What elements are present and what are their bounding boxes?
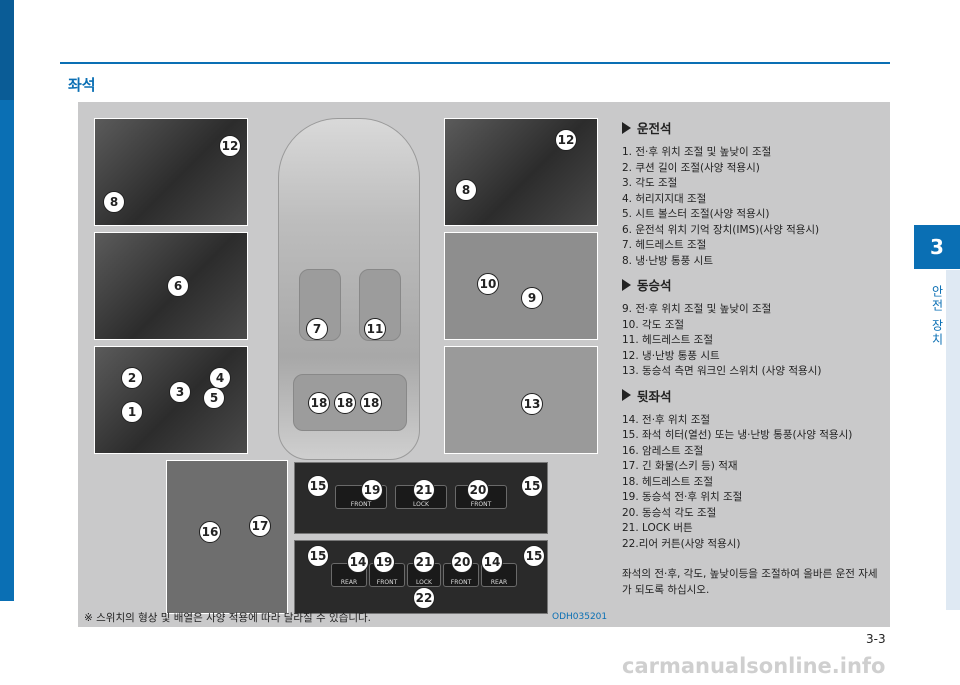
callout-2: 2 xyxy=(121,367,143,389)
list-item: 10. 각도 조절 xyxy=(622,318,685,331)
left-accent-bar xyxy=(0,0,14,600)
callout-12-right: 12 xyxy=(555,129,577,151)
section-title: 좌석 xyxy=(68,76,96,94)
list-item: 18. 헤드레스트 조절 xyxy=(622,475,713,488)
callout-16: 16 xyxy=(199,521,221,543)
callout-1: 1 xyxy=(121,401,143,423)
list-item: 3. 각도 조절 xyxy=(622,177,678,189)
passenger-header-label: 동승석 xyxy=(637,278,672,293)
callout-14-b: 14 xyxy=(481,551,503,573)
triangle-icon xyxy=(622,278,631,291)
figure-console-driver: 12 8 xyxy=(94,118,248,226)
callout-19-b: 19 xyxy=(373,551,395,573)
callout-8-right: 8 xyxy=(455,179,477,201)
list-item: 15. 좌석 히터(열선) 또는 냉·난방 통풍(사양 적용시) xyxy=(622,429,853,441)
figure-seat-controls-driver: 2 3 4 5 1 xyxy=(94,346,248,454)
list-item: 7. 헤드레스트 조절 xyxy=(622,239,707,251)
passenger-list: 9. 전·후 위치 조절 및 높낮이 조절 10. 각도 조절 11. 헤드레스트 … xyxy=(622,302,884,380)
callout-17: 17 xyxy=(249,515,271,537)
list-item: 22.리어 커튼(사양 적용시) xyxy=(622,537,741,550)
page-number: 3-3 xyxy=(866,632,886,646)
figure-rear-armrest: 16 17 xyxy=(166,460,288,614)
left-accent-bar-top xyxy=(0,0,14,100)
callout-3: 3 xyxy=(169,381,191,403)
rear-list: 14. 전·후 위치 조절 15. 좌석 히터(열선) 또는 냉·난방 통풍(사양… xyxy=(622,413,884,553)
callout-18a: 18 xyxy=(308,392,330,414)
callout-15-b: 15 xyxy=(307,545,329,567)
list-item: 16. 암레스트 조절 xyxy=(622,444,704,457)
figure-caption: ※ 스위치의 형상 및 배열은 사양 적용에 따라 달라질 수 있습니다. xyxy=(84,612,372,624)
chapter-label: 안전 장치 xyxy=(930,285,944,347)
figure-walk-in-switch: 13 xyxy=(444,346,598,454)
figure-door-ims: 6 xyxy=(94,232,248,340)
callout-19: 19 xyxy=(361,479,383,501)
callout-5: 5 xyxy=(203,387,225,409)
callout-20-b: 20 xyxy=(451,551,473,573)
rear-header: 뒷좌석 xyxy=(622,386,884,405)
list-item: 1. 전·후 위치 조절 및 높낮이 조절 xyxy=(622,146,772,158)
driver-list: 1. 전·후 위치 조절 및 높낮이 조절 2. 쿠션 길이 조절(사양 적용시)… xyxy=(622,145,884,269)
list-item: 14. 전·후 위치 조절 xyxy=(622,413,711,426)
note-text: 좌석의 전·후, 각도, 높낮이등을 조절하여 올바른 운전 자세가 되도록 하… xyxy=(622,568,878,596)
callout-4: 4 xyxy=(209,367,231,389)
callout-6: 6 xyxy=(167,275,189,297)
driver-header: 운전석 xyxy=(622,118,884,137)
chapter-side-band xyxy=(946,270,960,610)
top-rule xyxy=(60,62,890,64)
front-button-right[interactable]: FRONT xyxy=(443,563,479,587)
figure-code: ODH035201 xyxy=(552,612,608,622)
callout-20: 20 xyxy=(467,479,489,501)
callout-21-b: 21 xyxy=(413,551,435,573)
callout-11: 11 xyxy=(364,318,386,340)
list-item: 17. 긴 화물(스키 등) 적재 xyxy=(622,460,738,472)
list-item: 21. LOCK 버튼 xyxy=(622,522,693,534)
list-item: 19. 동승석 전·후 위치 조절 xyxy=(622,491,743,503)
callout-12: 12 xyxy=(219,135,241,157)
list-item: 13. 동승석 측면 워크인 스위치 (사양 적용시) xyxy=(622,365,822,377)
triangle-icon xyxy=(622,389,631,401)
rear-control-panel-2: REAR FRONT LOCK FRONT REAR 15 14 19 21 2… xyxy=(294,540,548,614)
callout-7: 7 xyxy=(306,318,328,340)
list-item: 9. 전·후 위치 조절 및 높낮이 조절 xyxy=(622,303,772,315)
list-item: 6. 운전석 위치 기억 장치(IMS)(사양 적용시) xyxy=(622,223,820,236)
triangle-icon xyxy=(622,121,631,134)
callout-15-right: 15 xyxy=(521,475,543,497)
callout-13: 13 xyxy=(521,393,543,415)
list-item: 4. 허리지지대 조절 xyxy=(622,192,707,205)
description-column: 운전석 1. 전·후 위치 조절 및 높낮이 조절 2. 쿠션 길이 조절(사양 … xyxy=(622,114,884,598)
rear-control-panel-1: FRONT LOCK FRONT 15 19 21 20 15 xyxy=(294,462,548,534)
chapter-tab[interactable]: 3 xyxy=(914,225,960,269)
callout-22: 22 xyxy=(413,587,435,609)
watermark: carmanualsonline.info xyxy=(622,654,886,678)
callout-18b: 18 xyxy=(334,392,356,414)
callout-18c: 18 xyxy=(360,392,382,414)
list-item: 5. 시트 볼스터 조절(사양 적용시) xyxy=(622,208,770,220)
passenger-header: 동승석 xyxy=(622,275,884,294)
list-item: 12. 냉·난방 통풍 시트 xyxy=(622,349,720,362)
list-item: 11. 헤드레스트 조절 xyxy=(622,334,713,346)
rear-header-label: 뒷좌석 xyxy=(637,388,672,404)
figure-console-passenger: 12 8 xyxy=(444,118,598,226)
list-item: 8. 냉·난방 통풍 시트 xyxy=(622,254,713,267)
callout-8: 8 xyxy=(103,191,125,213)
callout-14: 14 xyxy=(347,551,369,573)
callout-10: 10 xyxy=(477,273,499,295)
list-item: 2. 쿠션 길이 조절(사양 적용시) xyxy=(622,161,760,174)
left-rule xyxy=(0,600,14,601)
list-item: 20. 동승석 각도 조절 xyxy=(622,506,717,519)
callout-21: 21 xyxy=(413,479,435,501)
driver-header-label: 운전석 xyxy=(637,121,672,136)
figure-seat-controls-passenger: 10 9 xyxy=(444,232,598,340)
callout-9: 9 xyxy=(521,287,543,309)
callout-15-c: 15 xyxy=(523,545,545,567)
callout-15: 15 xyxy=(307,475,329,497)
